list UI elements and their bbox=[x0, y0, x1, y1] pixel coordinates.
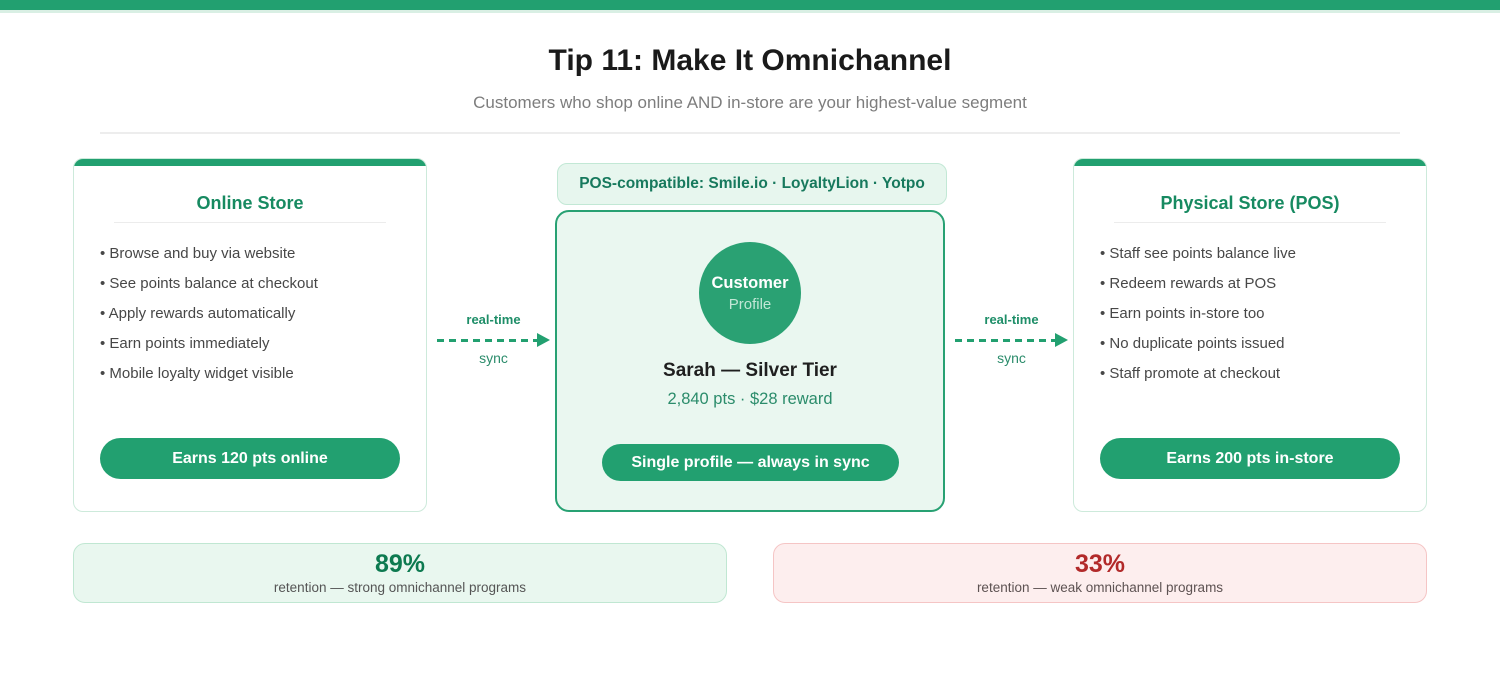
top-accent-bar-light bbox=[0, 10, 1500, 13]
retention-stat-weak: 33% retention — weak omnichannel program… bbox=[773, 543, 1427, 603]
feature-item: Apply rewards automatically bbox=[100, 299, 426, 329]
feature-item: Redeem rewards at POS bbox=[1100, 269, 1426, 299]
feature-item: No duplicate points issued bbox=[1100, 329, 1426, 359]
customer-points-reward: 2,840 pts · $28 reward bbox=[667, 390, 833, 408]
customer-name: Sarah — Silver Tier bbox=[663, 360, 837, 381]
physical-store-feature-list: Staff see points balance live Redeem rew… bbox=[1074, 239, 1426, 389]
header-divider bbox=[100, 132, 1400, 134]
arrow-label-realtime: real-time bbox=[984, 312, 1039, 327]
top-accent-bar bbox=[0, 0, 1500, 10]
arrow-head bbox=[1055, 333, 1068, 347]
sync-arrow-right: real-time sync bbox=[955, 308, 1068, 370]
page-subtitle: Customers who shop online AND in-store a… bbox=[473, 93, 1027, 112]
feature-item: Browse and buy via website bbox=[100, 239, 426, 269]
feature-item: Mobile loyalty widget visible bbox=[100, 359, 426, 389]
arrow-label-sync: sync bbox=[997, 350, 1026, 366]
feature-item: Earn points in-store too bbox=[1100, 299, 1426, 329]
physical-store-title: Physical Store (POS) bbox=[1160, 193, 1340, 213]
retention-stat-strong: 89% retention — strong omnichannel progr… bbox=[73, 543, 727, 603]
dashed-arrow-right-icon bbox=[437, 333, 550, 347]
card-top-accent bbox=[1074, 159, 1426, 166]
online-store-title: Online Store bbox=[196, 193, 304, 213]
customer-profile-circle: Customer Profile bbox=[699, 242, 801, 344]
pos-compatible-badge: POS-compatible: Smile.io · LoyaltyLion ·… bbox=[557, 163, 947, 205]
online-store-card: Online Store Browse and buy via website … bbox=[73, 158, 427, 512]
circle-label-profile: Profile bbox=[728, 295, 772, 313]
online-store-feature-list: Browse and buy via website See points ba… bbox=[74, 239, 426, 389]
retention-weak-value: 33% bbox=[1074, 550, 1126, 578]
feature-item: Earn points immediately bbox=[100, 329, 426, 359]
arrow-head bbox=[537, 333, 550, 347]
online-earn-badge: Earns 120 pts online bbox=[100, 438, 400, 479]
page-title: Tip 11: Make It Omnichannel bbox=[548, 44, 952, 77]
retention-weak-label: retention — weak omnichannel programs bbox=[976, 580, 1224, 595]
sync-arrow-left: real-time sync bbox=[437, 308, 550, 370]
arrow-label-realtime: real-time bbox=[466, 312, 521, 327]
retention-strong-value: 89% bbox=[374, 550, 426, 578]
dashed-arrow-right-icon bbox=[955, 333, 1068, 347]
retention-strong-label: retention — strong omnichannel programs bbox=[273, 580, 527, 595]
card-title-divider bbox=[114, 222, 386, 223]
card-top-accent bbox=[74, 159, 426, 166]
customer-profile-card: Customer Profile Sarah — Silver Tier 2,8… bbox=[555, 210, 945, 512]
arrow-dash bbox=[437, 338, 537, 342]
feature-item: Staff see points balance live bbox=[1100, 239, 1426, 269]
card-title-divider bbox=[1114, 222, 1386, 223]
instore-earn-badge: Earns 200 pts in-store bbox=[1100, 438, 1400, 479]
physical-store-card: Physical Store (POS) Staff see points ba… bbox=[1073, 158, 1427, 512]
arrow-dash bbox=[955, 338, 1055, 342]
single-profile-badge: Single profile — always in sync bbox=[602, 444, 899, 481]
feature-item: See points balance at checkout bbox=[100, 269, 426, 299]
arrow-label-sync: sync bbox=[479, 350, 508, 366]
feature-item: Staff promote at checkout bbox=[1100, 359, 1426, 389]
omnichannel-diagram: Online Store Browse and buy via website … bbox=[73, 158, 1427, 512]
circle-label-customer: Customer bbox=[711, 273, 789, 292]
